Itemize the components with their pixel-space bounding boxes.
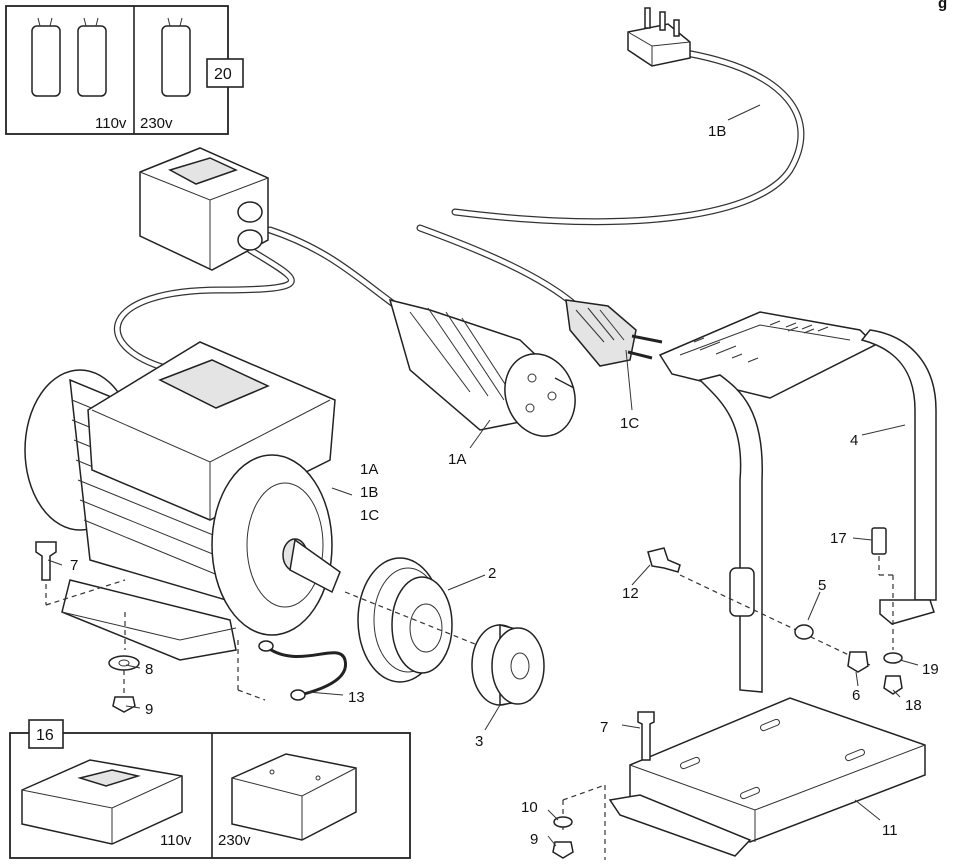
callout-6: 6 (852, 687, 860, 704)
callout-4: 4 (850, 432, 858, 449)
callout-1a-plug: 1A (448, 451, 466, 468)
capacitor-voltage-110: 110v (95, 115, 127, 132)
switch-230v-icon (231, 753, 357, 841)
handle-frame-icon (658, 311, 937, 693)
callout-3: 3 (475, 733, 483, 750)
earth-lead-icon (258, 640, 347, 701)
corner-mark: g (938, 0, 947, 12)
callout-1c-motor: 1C (360, 507, 379, 524)
handle-fixings (647, 527, 903, 695)
switch-voltage-230: 230v (218, 832, 251, 849)
callout-9-motor: 9 (145, 701, 153, 718)
taper-bush-icon (471, 624, 545, 706)
mains-cables (113, 48, 805, 372)
callout-10: 10 (521, 799, 538, 816)
callout-labels: 1B 1A 1C 1A 1B 1C 2 3 4 5 6 7 7 8 9 9 10… (70, 123, 939, 848)
callout-1b-motor: 1B (360, 484, 378, 501)
callout-13: 13 (348, 689, 365, 706)
cee-plug-icon (388, 298, 576, 437)
callout-7-motor: 7 (70, 557, 78, 574)
junction-box-icon (139, 147, 269, 271)
callout-11: 11 (882, 822, 898, 839)
pulley-icon (344, 557, 491, 683)
switch-110v-icon (21, 759, 183, 845)
euro-plug-icon (565, 299, 663, 367)
callout-1b-plug: 1B (708, 123, 726, 140)
leader-lines (47, 104, 919, 847)
callout-1c-plug: 1C (620, 415, 639, 432)
base-plate-icon (552, 697, 926, 860)
switch-inset-box: 16 110v 230v (9, 719, 411, 859)
callout-8: 8 (145, 661, 153, 678)
callout-12: 12 (622, 585, 639, 602)
callout-9-plate: 9 (530, 831, 538, 848)
capacitor-box-number: 20 (214, 66, 232, 83)
switch-box-number: 16 (36, 727, 54, 744)
callout-2: 2 (488, 565, 496, 582)
callout-19: 19 (922, 661, 939, 678)
callout-1a-motor: 1A (360, 461, 378, 478)
uk-plug-icon (627, 7, 691, 67)
callout-5: 5 (818, 577, 826, 594)
capacitor-110v-icon (31, 17, 107, 97)
electric-motor-icon (24, 341, 341, 661)
callout-7-plate: 7 (600, 719, 608, 736)
switch-voltage-110: 110v (160, 832, 192, 849)
callout-17: 17 (830, 530, 847, 547)
capacitor-230v-icon (161, 17, 191, 97)
capacitor-voltage-230: 230v (140, 115, 173, 132)
capacitor-inset-box: 20 110v 230v (5, 5, 244, 135)
callout-18: 18 (905, 697, 922, 714)
